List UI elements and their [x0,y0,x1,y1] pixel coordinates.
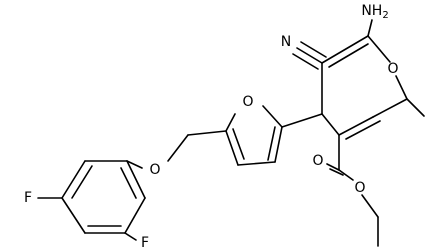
bond [300,41,327,58]
bond [71,165,93,199]
ester-carbonyl-oxygen-label: O [312,153,323,169]
ester-oxygen-label: O [354,180,365,196]
bonds [37,19,425,247]
bond [225,113,236,132]
bond [345,120,381,140]
furan-oxygen-label: O [242,94,253,110]
bond [372,98,408,118]
bond [124,197,146,234]
bond [126,160,146,199]
bond [321,113,340,136]
bond [329,168,344,176]
nitrile-nitrogen-label: N [281,34,291,50]
bond [232,128,245,160]
bond [361,194,379,218]
bond [167,134,189,162]
bond [262,105,283,128]
bond [406,98,425,117]
bond [61,197,86,234]
bond [296,47,323,64]
bond [187,130,227,136]
fluorine-bottom-label: F [141,235,149,251]
fluorine-left-label: F [24,190,32,206]
bond [124,232,137,241]
ether-oxygen-label: O [149,162,160,178]
bond [338,169,354,181]
bond [367,35,391,63]
bond [267,126,276,161]
bond [292,53,319,70]
bond [274,126,283,163]
bond [395,75,408,100]
bond [126,160,143,169]
pyran-oxygen-label: O [387,61,398,77]
bond [225,130,239,166]
atom-labels: NH2 N O O O O O F F [24,3,399,251]
bond [237,161,276,166]
bond [338,116,374,136]
bond [328,43,369,68]
bond [120,167,137,199]
bond [367,19,373,37]
bond [281,113,323,128]
bond [321,35,369,64]
amino-group-label: NH2 [361,3,388,21]
bond [61,160,86,199]
bond [326,163,340,171]
